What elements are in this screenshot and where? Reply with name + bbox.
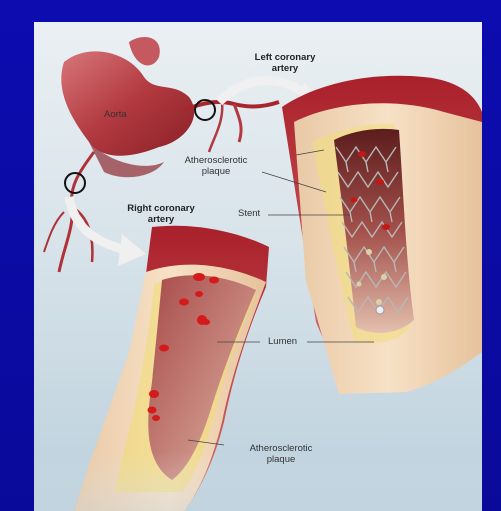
atherosclerotic-plaque-bottom-label: Atherosclerotic plaque — [231, 443, 331, 465]
stent-label: Stent — [238, 208, 260, 219]
right-coronary-artery-label-line1: Right coronary — [106, 203, 216, 214]
lumen-label: Lumen — [268, 336, 297, 347]
artery-illustration — [34, 22, 482, 511]
atherosclerotic-plaque-bottom-label-line1: Atherosclerotic — [231, 443, 331, 454]
atherosclerotic-plaque-top-label-line1: Atherosclerotic — [171, 155, 261, 166]
left-arrow — [219, 81, 309, 102]
left-coronary-artery-label-line1: Left coronary — [230, 52, 340, 63]
left-coronary-artery-label-line2: artery — [230, 63, 340, 74]
atherosclerotic-plaque-bottom-label-line2: plaque — [231, 454, 331, 465]
right-arrow-head — [118, 234, 146, 266]
left-coronary-artery-label: Left coronary artery — [230, 52, 340, 74]
left-coronary-artery — [282, 76, 482, 394]
right-coronary-artery-label-line2: artery — [106, 214, 216, 225]
illustration-panel: Aorta Left coronary artery Atherosclerot… — [34, 22, 482, 511]
atherosclerotic-plaque-top-label-line2: plaque — [171, 166, 261, 177]
right-coronary-artery-label: Right coronary artery — [106, 203, 216, 225]
atherosclerotic-plaque-top-label: Atherosclerotic plaque — [171, 155, 261, 177]
aorta-label: Aorta — [104, 109, 127, 120]
